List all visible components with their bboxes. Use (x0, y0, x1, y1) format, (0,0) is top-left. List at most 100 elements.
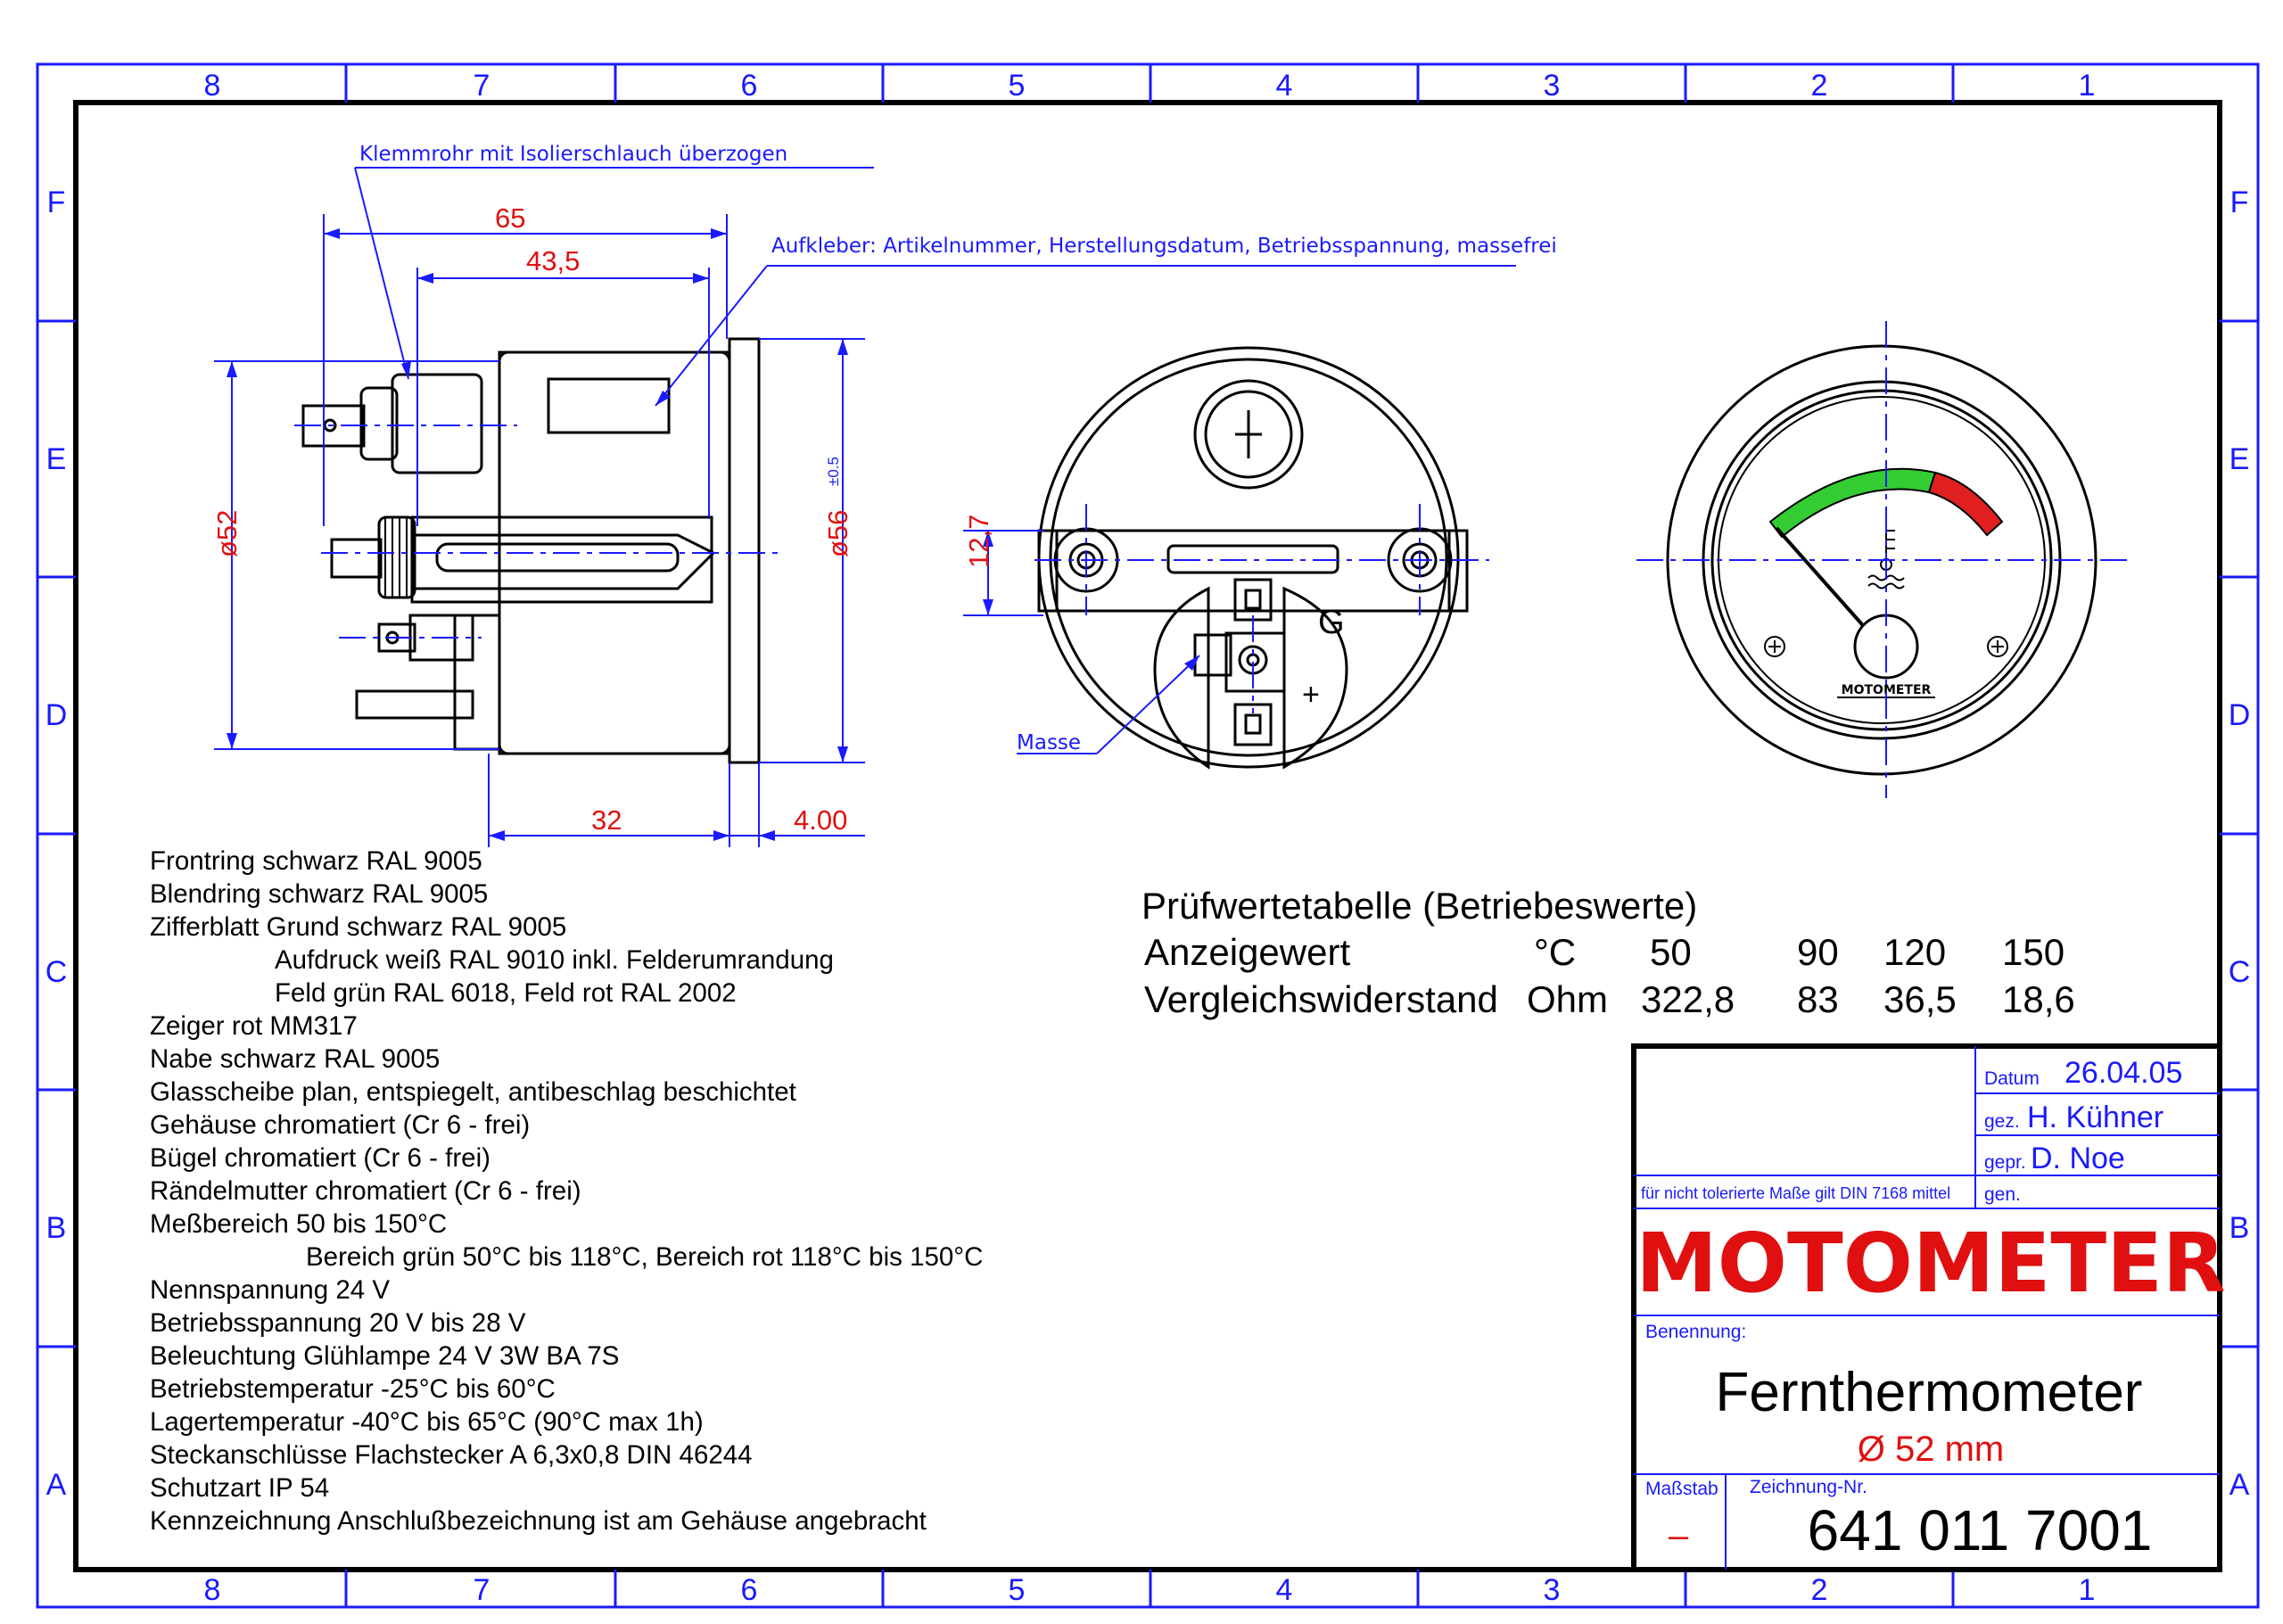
brand-logo: MOTOMETER (1636, 1216, 2226, 1311)
grid-row-f-left: F (47, 185, 66, 219)
grid-col-3-top: 3 (1544, 69, 1561, 103)
spec-line: Feld grün RAL 6018, Feld rot RAL 2002 (275, 978, 737, 1008)
dimension-arrowheads (227, 228, 848, 841)
grid-row-b-right: B (2229, 1211, 2250, 1245)
terminal-plus-label: + (1302, 678, 1320, 712)
spec-line: Rändelmutter chromatiert (Cr 6 - frei) (150, 1176, 581, 1206)
test-table-value: 18,6 (2002, 978, 2075, 1020)
annotation-ground: Masse (1017, 731, 1081, 754)
drawing-title: Fernthermometer (1716, 1362, 2143, 1423)
test-table-value: 322,8 (1641, 978, 1735, 1020)
dim-tolerance: ±0.5 (825, 457, 842, 486)
spec-line: Betriebstemperatur -25°C bis 60°C (150, 1374, 556, 1404)
spec-line: Bügel chromatiert (Cr 6 - frei) (150, 1143, 490, 1173)
grid-col-4-bottom: 4 (1276, 1573, 1293, 1607)
test-value-table: Prüfwertetabelle (Betriebeswerte) Anzeig… (1142, 885, 2075, 1020)
datum-label: Datum (1984, 1068, 2040, 1089)
grid-row-c-left: C (45, 955, 68, 989)
spec-line: Zeiger rot MM317 (150, 1011, 358, 1041)
grid-col-1-bottom: 1 (2079, 1573, 2096, 1607)
spec-line: Nennspannung 24 V (150, 1275, 390, 1305)
scale-value: – (1669, 1516, 1689, 1555)
scale-label: Maßstab (1645, 1479, 1718, 1499)
spec-line: Glasscheibe plan, entspiegelt, antibesch… (150, 1077, 796, 1107)
test-table-unit: Ohm (1527, 978, 1608, 1020)
drawing-subtitle: Ø 52 mm (1858, 1430, 2004, 1469)
test-table-label: Anzeigewert (1144, 931, 1350, 973)
spec-line: Lagertemperatur -40°C bis 65°C (90°C max… (150, 1407, 704, 1437)
drawn-by-value: H. Kühner (2027, 1101, 2163, 1134)
test-table-value: 90 (1797, 931, 1839, 973)
dim-12-7: 12,7 (963, 515, 994, 568)
title-block: Datum 26.04.05 gez. H. Kühner gepr. D. N… (1631, 1043, 2226, 1572)
spec-line: Frontring schwarz RAL 9005 (150, 846, 482, 876)
grid-row-b-left: B (46, 1211, 67, 1245)
grid-col-7-bottom: 7 (474, 1573, 490, 1607)
spec-line: Aufdruck weiß RAL 9010 inkl. Felderumran… (275, 945, 834, 975)
annotation-clamp-tube: Klemmrohr mit Isolierschlauch überzogen (359, 143, 787, 166)
dim-d56: ø56 (822, 510, 853, 557)
tolerance-note: für nicht tolerierte Maße gilt DIN 7168 … (1641, 1184, 1950, 1202)
test-table-value: 120 (1883, 931, 1946, 973)
grid-row-f-right: F (2230, 185, 2249, 219)
red-scale-field (1927, 471, 2004, 537)
spec-line: Kennzeichnung Anschlußbezeichnung ist am… (150, 1506, 927, 1536)
terminal-g-label: G (1318, 604, 1345, 641)
grid-row-d-right: D (2229, 698, 2251, 732)
grid-row-e-left: E (46, 442, 67, 476)
spec-line: Steckanschlüsse Flachstecker A 6,3x0,8 D… (150, 1440, 753, 1470)
grid-col-8-bottom: 8 (204, 1573, 221, 1607)
gauge-brand-label: MOTOMETER (1842, 683, 1932, 697)
drawing-number: 641 011 7001 (1808, 1498, 2153, 1562)
grid-col-8-top: 8 (204, 69, 221, 103)
spec-line: Nabe schwarz RAL 9005 (150, 1044, 440, 1074)
grid-row-d-left: D (45, 698, 68, 732)
test-table-value: 50 (1650, 931, 1692, 973)
test-table-value: 83 (1797, 978, 1839, 1020)
side-view (301, 337, 761, 764)
dim-32: 32 (591, 804, 622, 836)
grid-col-2-top: 2 (1811, 69, 1828, 103)
annotation-sticker: Aufkleber: Artikelnummer, Herstellungsda… (771, 235, 1557, 258)
dim-43-5: 43,5 (526, 245, 580, 276)
test-table-value: 150 (2002, 931, 2065, 973)
grid-col-5-top: 5 (1009, 69, 1026, 103)
spec-line: Beleuchtung Glühlampe 24 V 3W BA 7S (150, 1341, 619, 1371)
grid-row-c-right: C (2229, 955, 2251, 989)
spec-line: Betriebsspannung 20 V bis 28 V (150, 1308, 526, 1338)
datum-value: 26.04.05 (2065, 1056, 2182, 1090)
checked-by-value: D. Noe (2031, 1142, 2125, 1175)
grid-col-3-bottom: 3 (1544, 1573, 1561, 1607)
grid-row-a-left: A (46, 1468, 67, 1502)
grid-col-6-top: 6 (741, 69, 758, 103)
dim-65: 65 (495, 202, 525, 234)
drawing-frame: 8 7 6 5 4 3 2 1 8 7 6 5 4 3 2 1 F E D C … (36, 62, 2260, 1609)
green-scale-field (1768, 467, 1937, 539)
drawn-by-label: gez. (1984, 1111, 2020, 1132)
grid-row-a-right: A (2229, 1468, 2250, 1502)
grid-col-4-top: 4 (1276, 69, 1293, 103)
rear-view (1037, 346, 1469, 770)
side-view-dimension-lines (214, 167, 1516, 847)
dim-d52: ø52 (211, 510, 243, 557)
grid-row-e-right: E (2229, 442, 2250, 476)
checked-by-label: gepr. (1984, 1152, 2026, 1173)
drawing-number-label: Zeichnung-Nr. (1750, 1477, 1867, 1497)
spec-line: Zifferblatt Grund schwarz RAL 9005 (150, 912, 566, 942)
dim-4-00: 4.00 (794, 804, 847, 836)
test-table-unit: °C (1534, 931, 1576, 973)
test-table-label: Vergleichswiderstand (1144, 978, 1498, 1020)
designation-label: Benennung: (1645, 1322, 1746, 1342)
test-table-title: Prüfwertetabelle (Betriebeswerte) (1142, 885, 1697, 927)
spec-line: Schutzart IP 54 (150, 1473, 329, 1503)
approved-label: gen. (1984, 1184, 2021, 1205)
grid-col-6-bottom: 6 (741, 1573, 758, 1607)
spec-line: Meßbereich 50 bis 150°C (150, 1209, 447, 1239)
spec-line: Gehäuse chromatiert (Cr 6 - frei) (150, 1110, 530, 1140)
spec-line: Blendring schwarz RAL 9005 (150, 879, 488, 909)
test-table-value: 36,5 (1883, 978, 1957, 1020)
grid-col-1-top: 1 (2079, 69, 2096, 103)
spec-line: Bereich grün 50°C bis 118°C, Bereich rot… (306, 1242, 983, 1272)
grid-col-2-bottom: 2 (1811, 1573, 1828, 1607)
